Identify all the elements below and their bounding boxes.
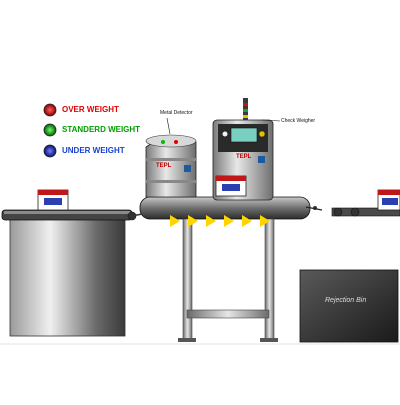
legend-label-under-weight: UNDER WEIGHT bbox=[62, 146, 125, 155]
rejection-bin bbox=[299, 269, 399, 343]
conveyor-crossbar bbox=[186, 309, 270, 319]
main-conveyor bbox=[127, 196, 311, 342]
infeed-container bbox=[1, 189, 133, 337]
metal-detector-brand-label: TEPL bbox=[156, 163, 172, 169]
blue-led-icon bbox=[43, 144, 57, 158]
conveyor-arrow-icon bbox=[260, 215, 270, 227]
check-weigher-brand-label: TEPL bbox=[236, 154, 252, 160]
conveyor-arrow-icon bbox=[188, 215, 198, 227]
check-weigher-leader bbox=[261, 119, 281, 122]
green-led-icon bbox=[43, 123, 57, 137]
conveyor-arrow-icon bbox=[224, 215, 234, 227]
legend-leds bbox=[43, 103, 57, 158]
rejection-bin-label: Rejection Bin bbox=[325, 297, 367, 304]
conveyor-leg bbox=[182, 218, 193, 341]
legend-label-over-weight: OVER WEIGHT bbox=[62, 105, 119, 114]
conveyor-arrow-icon bbox=[206, 215, 216, 227]
weigher-knob-icon bbox=[222, 131, 228, 137]
reject-arm bbox=[305, 206, 323, 211]
detector-red-light-icon bbox=[174, 140, 178, 144]
check-weigher-callout: Check Weigher bbox=[281, 118, 316, 124]
weigher-display-screen bbox=[230, 127, 258, 143]
red-led-icon bbox=[43, 103, 57, 117]
metal-detector-leader bbox=[166, 117, 171, 135]
metal-detector bbox=[145, 134, 197, 198]
legend-label-standard-weight: STANDERD WEIGHT bbox=[62, 125, 141, 134]
outfeed-conveyor bbox=[305, 189, 400, 217]
metal-detector-callout: Metal Detector bbox=[160, 110, 193, 116]
conveyor-arrow-icon bbox=[170, 215, 180, 227]
conveyor-arrow-icon bbox=[242, 215, 252, 227]
weigher-emergency-button-icon bbox=[258, 130, 266, 138]
check-weigher bbox=[212, 98, 274, 201]
detector-green-light-icon bbox=[161, 140, 165, 144]
conveyor-leg bbox=[264, 218, 275, 341]
